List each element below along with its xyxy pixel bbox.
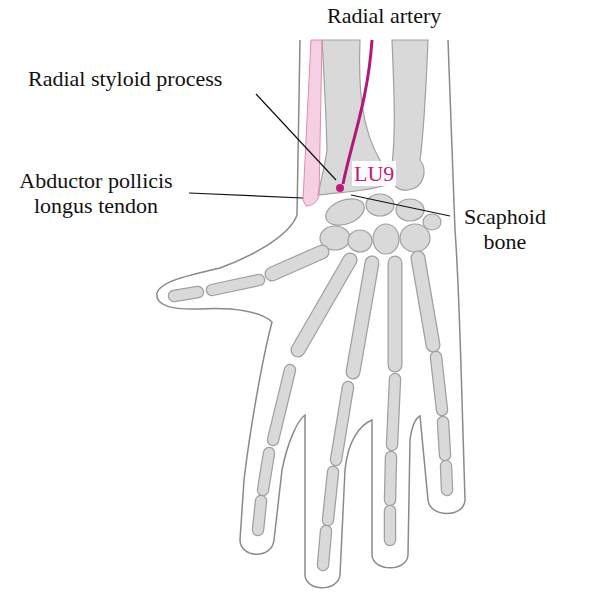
metacarpal-bones (272, 252, 433, 372)
tendon-label: Abductor pollicis longus tendon (5, 168, 187, 218)
acupoint-label: LU9 (352, 161, 396, 186)
carpal-bones (320, 194, 441, 254)
phalanx-bones (174, 280, 447, 565)
artery-label: Radial artery (327, 3, 441, 28)
hand-outline (157, 40, 465, 588)
leader-lines (189, 94, 450, 216)
scaphoid-label: Scaphoid bone (453, 204, 557, 254)
styloid-label: Radial styloid process (28, 66, 222, 91)
acupoint-dot (336, 184, 344, 192)
tendon-band (303, 40, 322, 206)
ulna-bone (391, 40, 428, 190)
